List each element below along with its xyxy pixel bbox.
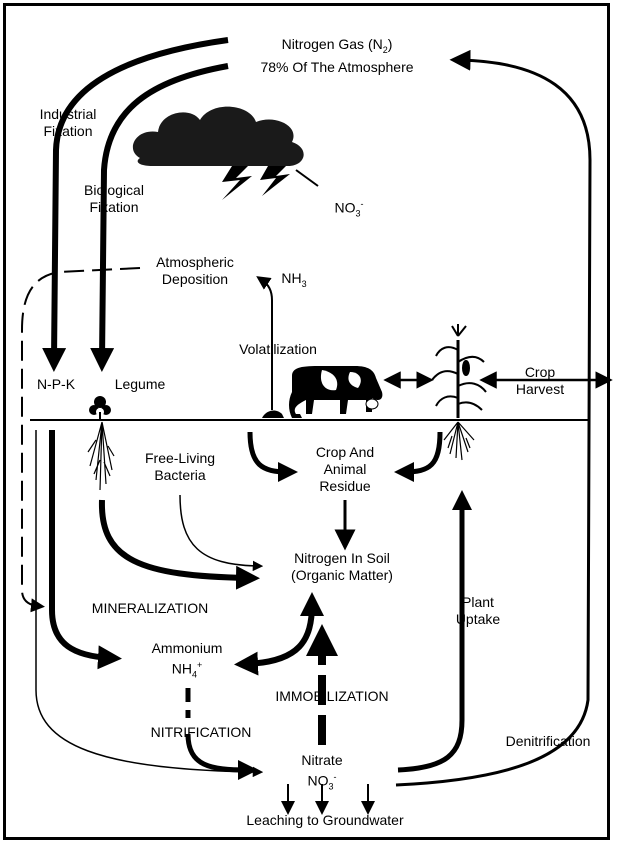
ammonium-label: Ammonium NH4+: [151, 640, 223, 680]
legume-to-soil-arrow: [98, 499, 260, 590]
biological-fixation-arrow: [90, 63, 229, 372]
corn-plant-icon: [431, 324, 487, 418]
plant-uptake-arrow: [397, 490, 472, 773]
npk-label: N-P-K: [36, 376, 76, 392]
npk-to-ammonium-arrow: [49, 430, 122, 670]
industrial-fixation-arrow: [42, 37, 229, 372]
legume-plant-icon: [89, 396, 111, 420]
denitrification-label: Denitrification: [505, 733, 591, 749]
nitrogen-gas-title: Nitrogen Gas (N2) 78% Of The Atmosphere: [260, 36, 414, 75]
diagram-frame: [3, 3, 610, 840]
lightning-icon: [222, 166, 319, 200]
denitrification-arrow: [395, 49, 592, 787]
nitrification-label: NITRIFICATION: [150, 724, 252, 740]
volatilization-arrow: [256, 276, 273, 410]
storm-cloud-icon: [132, 106, 304, 166]
nitrate-label: Nitrate NO3-: [301, 752, 343, 792]
immobilization-label: IMMOBILIZATION: [275, 688, 389, 704]
roots-icon: [87, 421, 475, 491]
nitrification-arrow: [185, 733, 258, 780]
ammonium-organic-arrow: [234, 592, 324, 676]
nitrogen-in-soil-label: Nitrogen In Soil(Organic Matter): [291, 550, 393, 583]
nh3-label: NH3: [281, 270, 307, 289]
atmospheric-deposition-line: [21, 267, 141, 613]
legume-label: Legume: [114, 376, 166, 392]
leaching-label: Leaching to Groundwater: [246, 812, 404, 828]
corn-to-residue-arrow: [394, 431, 443, 482]
no3-atmosphere-label: NO3-: [334, 199, 364, 219]
bacteria-to-soil-arrow: [179, 494, 264, 572]
cow-to-residue-arrow: [247, 431, 298, 482]
npk-to-nitrate-arrow: [35, 430, 264, 778]
cow-icon: [262, 366, 383, 418]
volatilization-label: Volatilization: [239, 341, 317, 357]
mineralization-label: MINERALIZATION: [91, 600, 209, 616]
